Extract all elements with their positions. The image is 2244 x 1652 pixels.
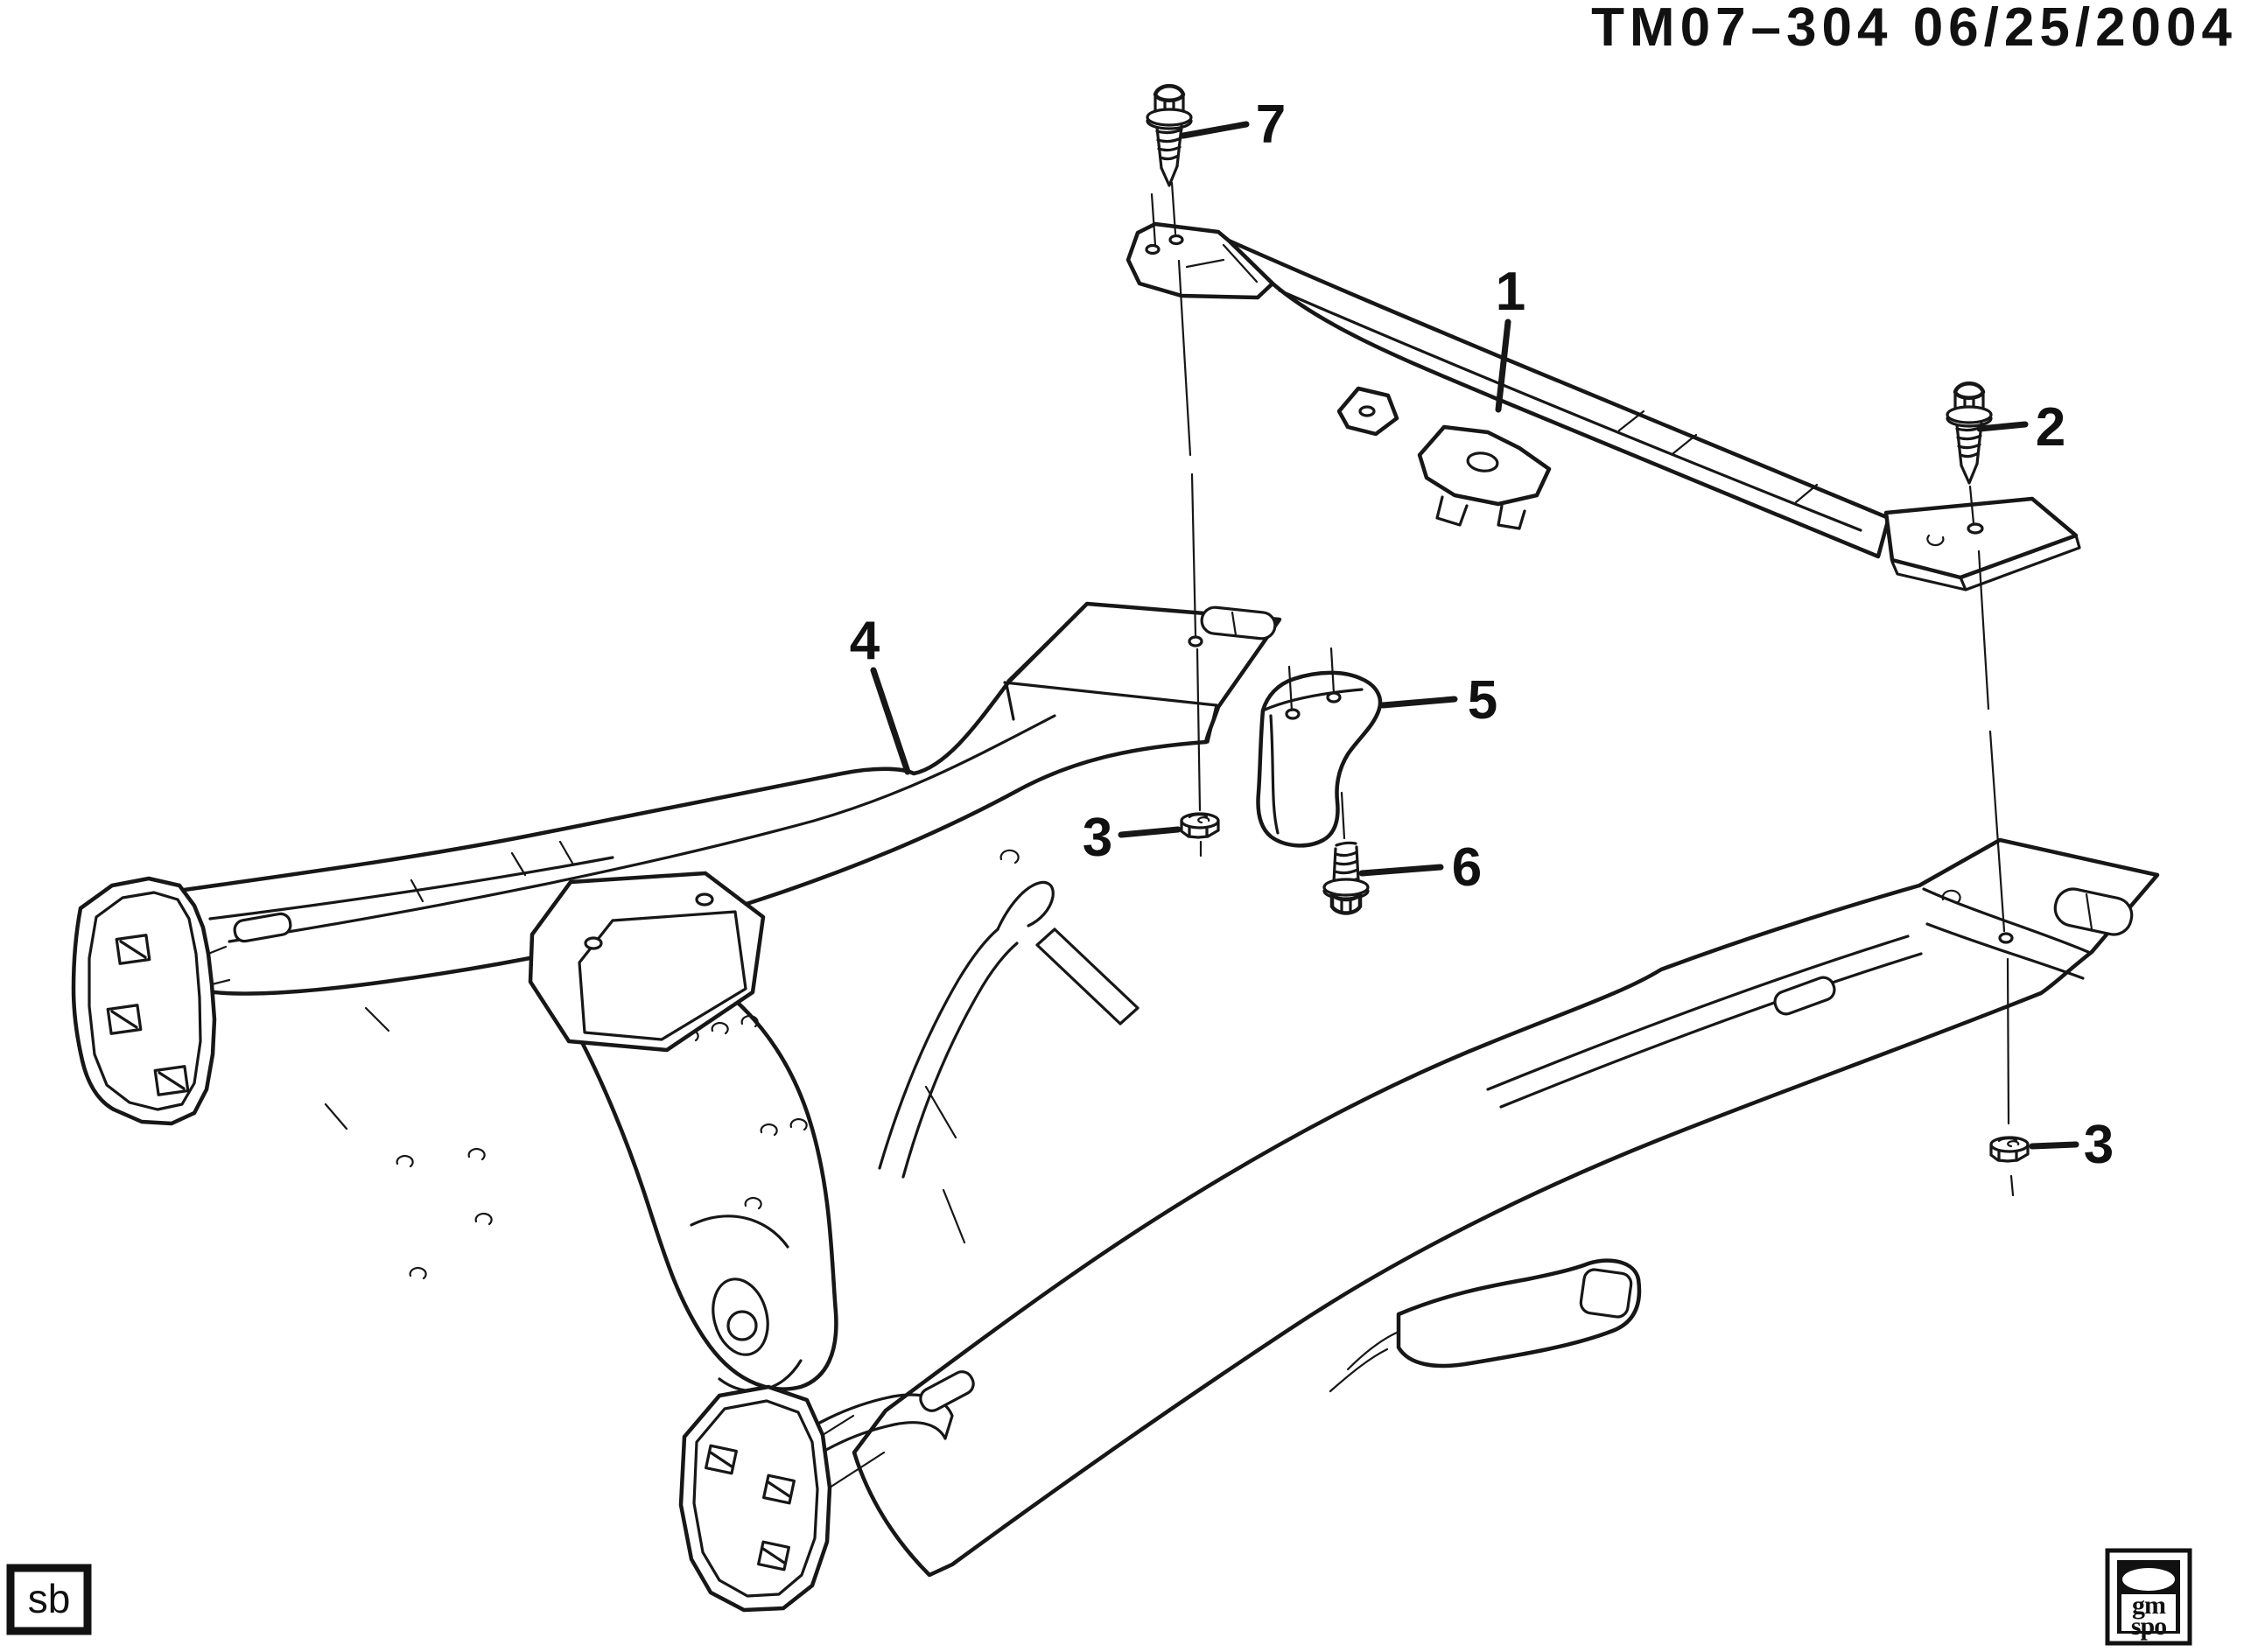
callout-3-leader-line [2029,1141,2079,1150]
callout-1-leader-line [1495,318,1511,413]
gm-spo-logo-line1: gm [2132,1591,2166,1620]
callout-3-label: 3 [2084,1115,2114,1175]
bolt-2 [1946,382,1993,485]
callout-1-label: 1 [1496,262,1525,322]
drawing-number-title: TM07–304 06/25/2004 [1591,0,2237,58]
bolt-7 [1146,84,1193,187]
left-frame-rail [151,601,1282,996]
sheet-marker-label: sb [28,1576,71,1621]
left-rail-mount-plate [528,871,766,1053]
mount-bracket-5 [1256,670,1383,848]
callout-3-label: 3 [1083,808,1112,868]
callouts-group: 7 1 2 4 5 3 6 3 [850,94,2114,1175]
callout-6-leader-line [1358,864,1444,877]
nut-3-center [1180,812,1220,839]
callout-3-leader-line [1118,826,1182,838]
gm-spo-logo: gm spo [2105,1548,2192,1646]
callout-6-label: 6 [1452,837,1482,898]
nut-3-right [1989,1136,2030,1163]
left-rail-box-end [71,876,292,1126]
bolt-6 [1322,841,1370,915]
callout-4-leader-line [870,667,911,775]
right-rail-box-end [678,1370,975,1613]
sheet-marker: sb [6,1564,92,1635]
callout-2-leader-line [1976,421,2029,432]
gm-spo-logo-line2: spo [2131,1612,2166,1641]
callout-7-label: 7 [1256,94,1286,155]
crossmember-brace [1126,221,2081,592]
callout-7-leader-line [1180,121,1250,139]
callout-5-label: 5 [1468,670,1497,731]
right-frame-rail [729,837,2160,1578]
callout-2-label: 2 [2036,397,2065,458]
assembly-lines [1150,181,2015,1197]
callout-5-leader-line [1379,696,1458,709]
callout-4-label: 4 [850,611,880,671]
center-web-artwork [324,849,1140,1393]
gm-spo-logo-ellipse [2122,1568,2175,1591]
